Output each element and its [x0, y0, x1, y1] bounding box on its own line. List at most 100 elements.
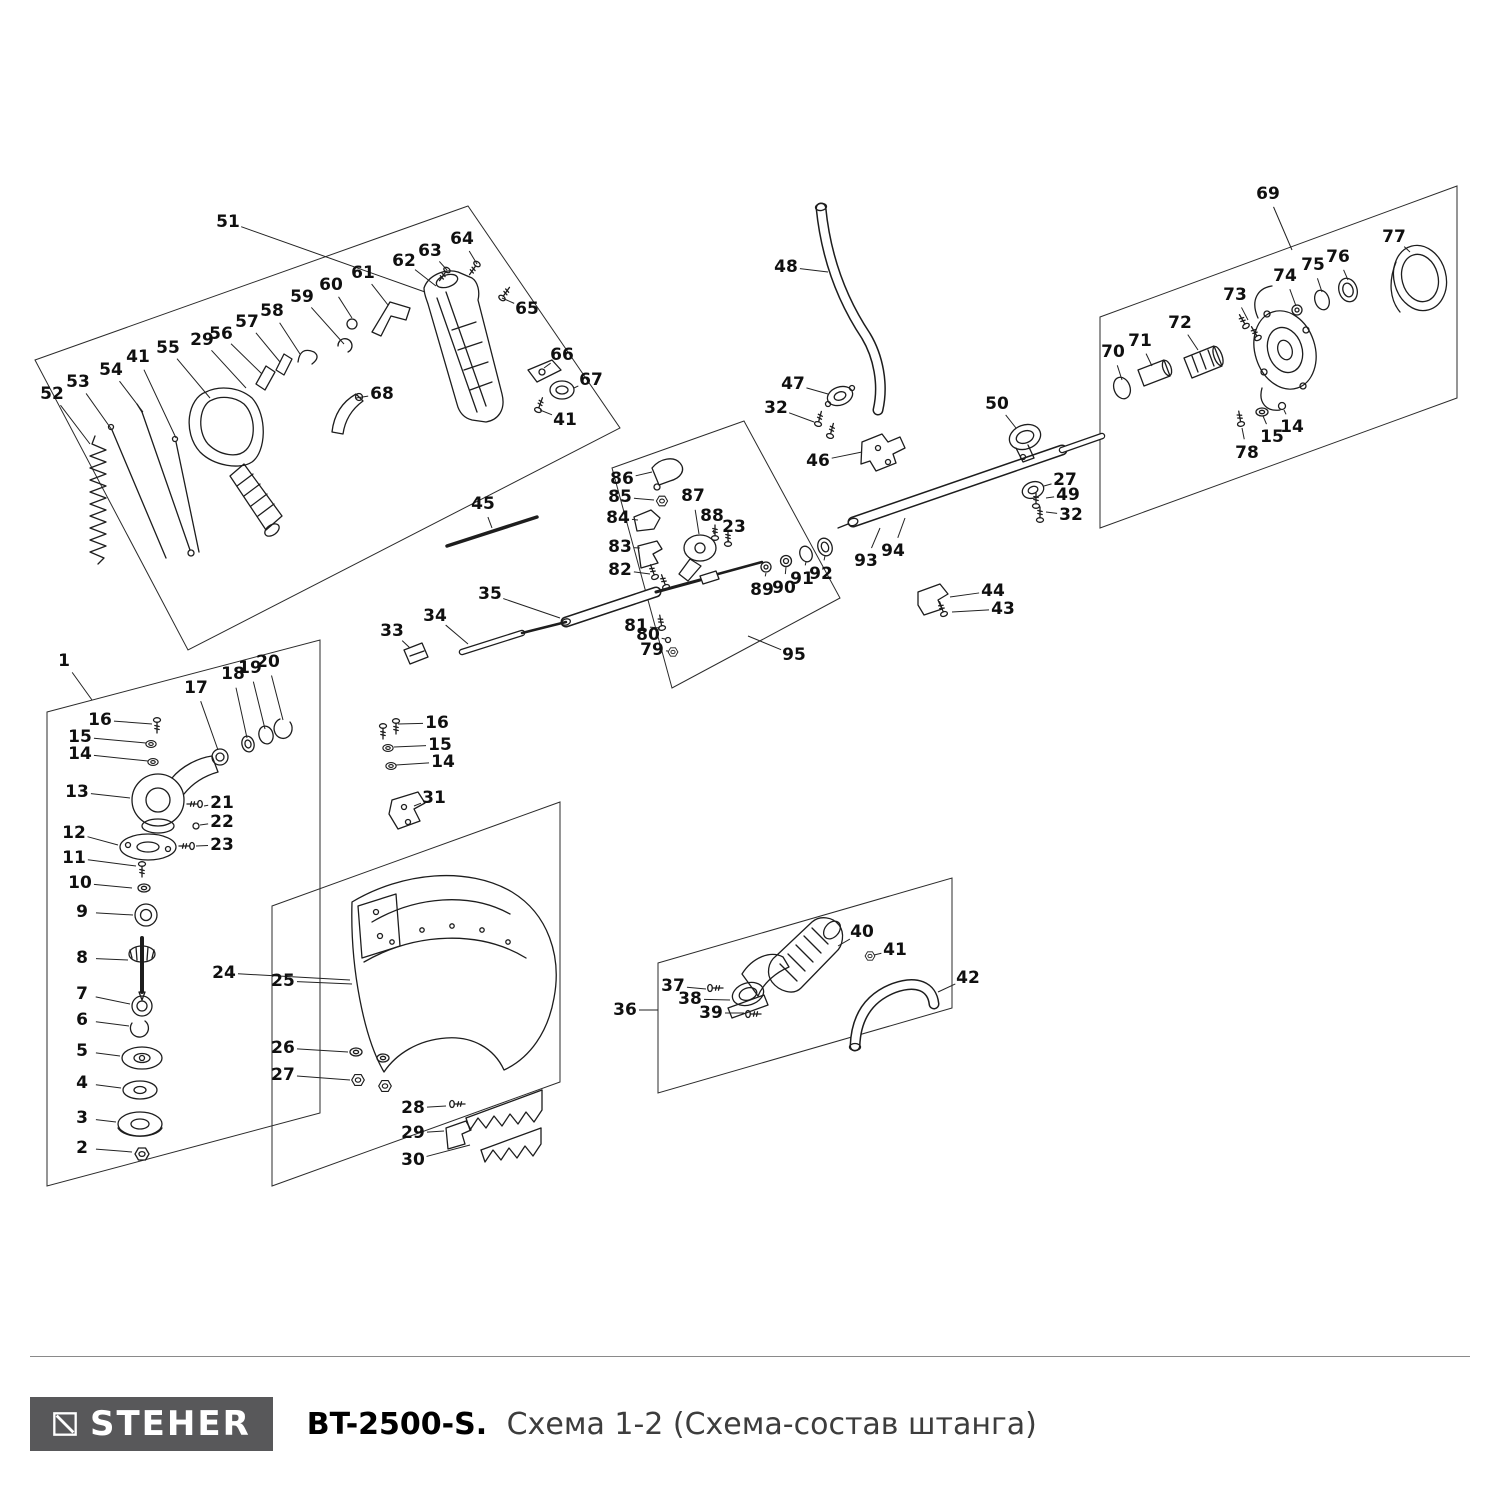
part-44-43-bracket: [917, 583, 949, 619]
callout-leader-95: [747, 635, 782, 651]
part-9-bearing: [134, 903, 158, 927]
callout-40: 40: [850, 922, 874, 942]
part-4-spacer: [122, 1080, 158, 1100]
callout-leader-72: [1187, 334, 1199, 351]
callout-57: 57: [235, 312, 259, 332]
callout-31: 31: [422, 788, 446, 808]
callout-95: 95: [782, 645, 806, 665]
part-84-plate: [633, 509, 661, 532]
part-3-cup-washer: [117, 1111, 163, 1137]
part-45-rod: [445, 515, 539, 548]
callout-53: 53: [66, 372, 90, 392]
callout-47: 47: [781, 374, 805, 394]
callout-94: 94: [881, 541, 905, 561]
part-70-ring: [1112, 376, 1132, 400]
part-16-15-14-right-fasteners: [378, 718, 401, 770]
model-number: BT-2500-S.: [306, 1406, 488, 1442]
callout-leader-68: [355, 395, 369, 399]
part-17-bearing: [211, 748, 229, 766]
boundary-box-handlebar: [657, 877, 953, 1094]
callout-leader-90: [784, 566, 787, 575]
boundary-box-guard: [271, 801, 561, 1187]
callout-87: 87: [681, 486, 705, 506]
part-68-trigger: [331, 392, 364, 435]
part-78-15-14-fasteners: [1234, 401, 1287, 428]
part-72-coupler: [1183, 345, 1224, 379]
callout-62: 62: [392, 251, 416, 271]
callout-leader-56: [230, 343, 263, 375]
callout-41: 41: [883, 940, 907, 960]
callout-leader-70: [1116, 365, 1123, 381]
part-76-ring: [1338, 277, 1358, 303]
callout-42: 42: [956, 968, 980, 988]
callout-16: 16: [88, 710, 112, 730]
callout-25: 25: [271, 971, 295, 991]
part-32-screws-left: [813, 409, 838, 440]
callout-76: 76: [1326, 247, 1350, 267]
part-11-screw: [137, 861, 147, 878]
callout-14: 14: [68, 744, 92, 764]
part-82-screws: [646, 562, 671, 592]
callout-78: 78: [1235, 443, 1259, 463]
part-85-nut: [655, 495, 669, 507]
callout-46: 46: [806, 451, 830, 471]
callout-leader-38: [703, 998, 731, 1001]
steher-logo: STEHER: [30, 1397, 273, 1451]
part-77-clutch-drum: [1390, 244, 1448, 313]
callout-leader-14: [395, 762, 430, 766]
callout-15: 15: [428, 735, 452, 755]
callout-12: 12: [62, 823, 86, 843]
part-31-bracket: [388, 791, 426, 830]
callout-58: 58: [260, 301, 284, 321]
part-59-60-clips: [337, 318, 358, 353]
callout-leader-43: [951, 609, 990, 613]
callout-54: 54: [99, 360, 123, 380]
callout-leader-57: [255, 332, 281, 363]
callout-leader-6: [95, 1021, 130, 1027]
callout-8: 8: [76, 948, 88, 968]
callout-69: 69: [1256, 184, 1280, 204]
callout-21: 21: [210, 793, 234, 813]
part-42-handlebar-tube: [848, 979, 940, 1052]
part-89-92-washers: [654, 537, 833, 594]
callout-leader-35: [503, 598, 561, 619]
part-2-nut: [134, 1147, 150, 1161]
callout-11: 11: [62, 848, 86, 868]
callout-63: 63: [418, 241, 442, 261]
callout-85: 85: [608, 487, 632, 507]
callout-51: 51: [216, 212, 240, 232]
callout-81: 81: [624, 616, 648, 636]
callout-leader-31: [413, 802, 422, 807]
callout-leader-23: [727, 539, 730, 543]
part-16-15-14-left-fasteners: [145, 717, 162, 766]
callout-90: 90: [772, 578, 796, 598]
callout-leader-5: [95, 1052, 121, 1057]
part-75-ring: [1314, 289, 1330, 311]
callout-leader-37: [686, 986, 707, 990]
callout-leader-44: [949, 592, 980, 598]
callout-16: 16: [425, 713, 449, 733]
callout-3: 3: [76, 1108, 88, 1128]
part-93-94-drive-tube: [837, 432, 1106, 529]
callout-14: 14: [431, 752, 455, 772]
callout-23: 23: [722, 517, 746, 537]
part-21-22-23-fasteners: [178, 799, 203, 851]
part-20-circlip: [273, 718, 293, 740]
callout-leader-53: [85, 393, 113, 431]
trigger-handle-assembly-drawing: [89, 259, 575, 565]
callout-leader-66: [543, 362, 551, 369]
part-66-67-clamps: [527, 359, 575, 415]
part-46-bracket: [860, 433, 906, 472]
boundary-box-throttle: [611, 420, 841, 689]
callout-2: 2: [76, 1138, 88, 1158]
callout-leader-51: [241, 226, 426, 293]
callout-leader-12: [87, 836, 119, 846]
part-18-washer: [241, 735, 255, 753]
callout-70: 70: [1101, 342, 1125, 362]
callout-leader-75: [1316, 278, 1323, 293]
part-41-cable: [171, 435, 200, 553]
part-10-washer: [137, 883, 151, 893]
callout-leader-15: [93, 737, 147, 744]
callout-leader-3: [95, 1119, 117, 1123]
callout-93: 93: [854, 551, 878, 571]
